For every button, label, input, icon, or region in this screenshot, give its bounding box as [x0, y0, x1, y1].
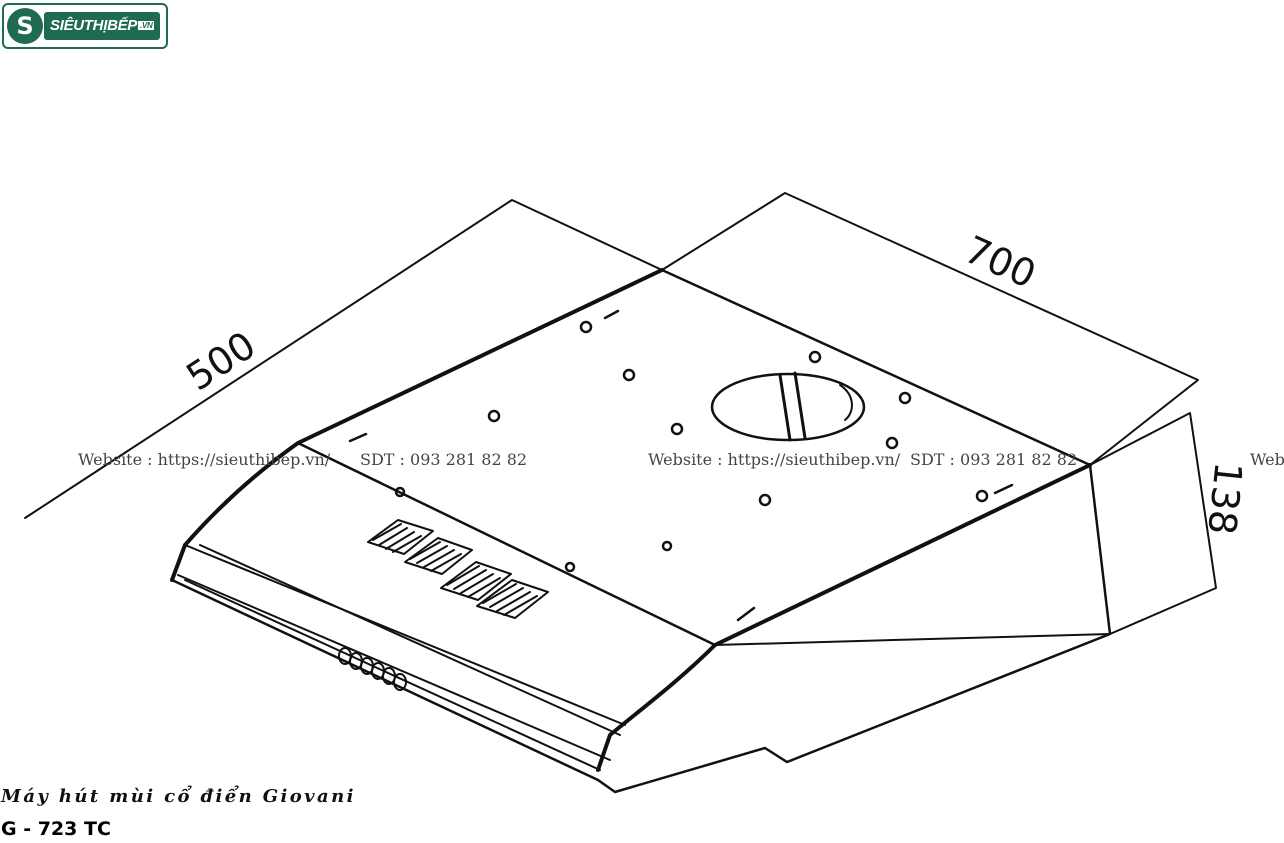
- watermark-website: Website : https://sieuthibep.vn/: [78, 450, 331, 469]
- watermark-website-2: Website : https://sieuthibep.vn/: [648, 450, 901, 469]
- exhaust-opening: [710, 372, 866, 442]
- air-vent-grille: [367, 519, 549, 619]
- dimension-height-label: 138: [1199, 460, 1250, 537]
- hood-front-edge: [170, 268, 664, 582]
- watermark-phone: SDT : 093 281 82 82: [360, 450, 528, 469]
- hood-fascia: [170, 463, 1112, 794]
- logo-name: SIÊUTHỊBẾP: [50, 17, 138, 34]
- dimension-depth-label: 500: [179, 323, 264, 399]
- watermark-partial: Web: [1250, 450, 1284, 469]
- logo-suffix: .VN: [138, 21, 155, 31]
- logo-wordmark: SIÊUTHỊBẾP.VN: [44, 12, 161, 40]
- logo-mark-icon: S: [7, 8, 43, 44]
- control-buttons: [338, 647, 407, 691]
- screw-holes: [394, 320, 989, 573]
- dimension-width-label: 700: [958, 227, 1042, 297]
- hood-right-edge: [596, 463, 1092, 772]
- dimension-lines: [24, 192, 1217, 635]
- product-name: Máy hút mùi cổ điển Giovani: [1, 786, 356, 807]
- site-logo[interactable]: S SIÊUTHỊBẾP.VN: [2, 3, 168, 49]
- watermark-phone-2: SDT : 093 281 82 82: [910, 450, 1078, 469]
- product-model: G - 723 TC: [1, 818, 111, 840]
